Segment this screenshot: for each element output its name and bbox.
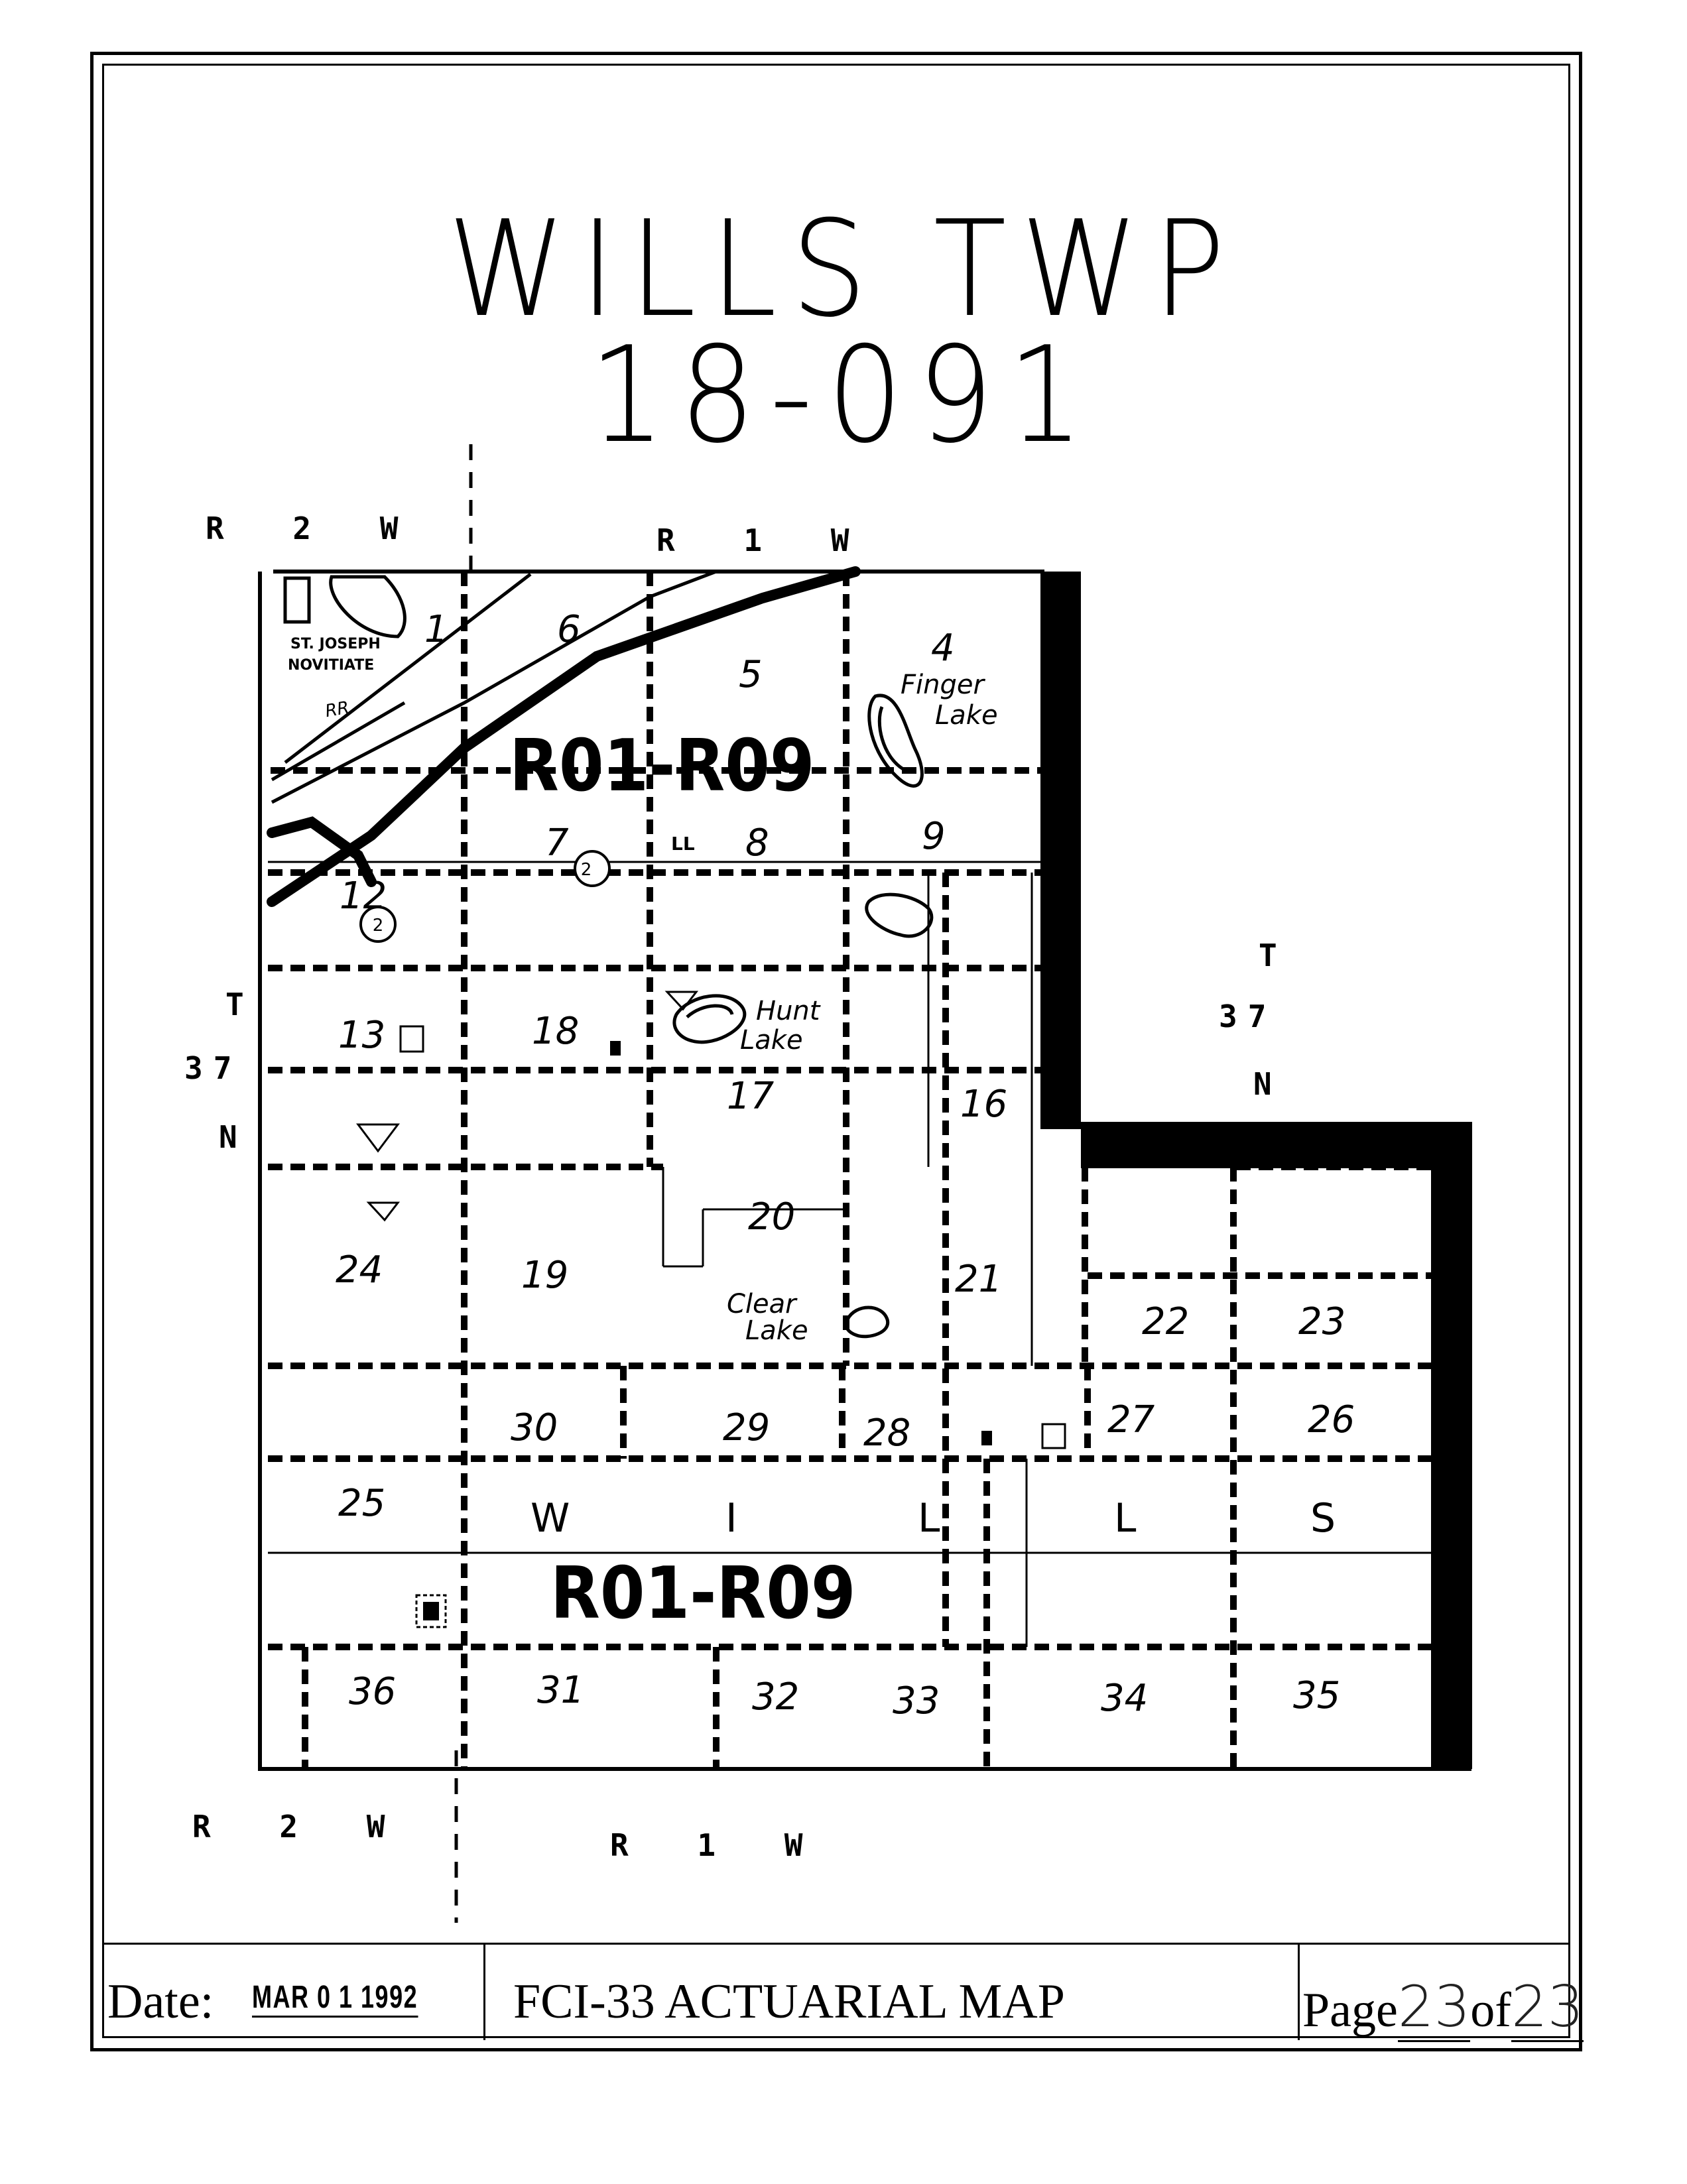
diagonal-road [284,573,532,764]
outer-border [90,52,1582,2051]
section-number: 19 [521,1254,568,1297]
route-marker-icon [359,850,611,943]
township-label-n-right: N [1253,1066,1272,1102]
section-number: 33 [893,1679,940,1723]
hunt-lake-icon [672,994,747,1044]
section-number: 26 [1308,1398,1355,1441]
of-word: of [1470,1983,1511,2037]
section-number: 23 [1298,1300,1345,1343]
cemetery-icon [399,1025,1066,1628]
date-label: Date: [107,1974,214,2029]
section-number: 7 [545,821,569,865]
footer-page-cell: Page23of23 [1300,1945,1584,2042]
section-number: 30 [511,1406,558,1449]
page-word: Page [1302,1983,1398,2037]
st-joseph-lake-icon [283,575,406,638]
section-number: 8 [745,821,769,865]
section-number: 13 [338,1014,385,1057]
section-number: 32 [752,1675,799,1719]
section-number: 22 [1142,1300,1189,1343]
highway [267,566,861,907]
route-marker-label-2: 2 [373,916,384,936]
finger-lake-label: Finger [901,670,985,700]
range-label-bottom-left: R 2 W [192,1809,410,1845]
range-label-top-right: R 1 W [656,522,875,558]
rate-zone-label: R01-R09 [509,725,815,808]
page-label: Page23of23 [1302,1974,1584,2042]
section-number: 4 [931,627,955,670]
clear-lake-label: Clear [727,1289,798,1319]
footer-title-cell: FCI-33 ACTUARIAL MAP [485,1945,1300,2040]
section-number: 9 [922,815,946,858]
railroad [271,570,717,804]
inner-border [102,64,1570,2038]
township-name-letter: I [725,1495,737,1542]
page-total: 23 [1511,1974,1584,2042]
thin-grid-lines [268,861,1432,1647]
finger-lake-label-2: Lake [935,700,998,731]
footer-date-cell: Date: MAR 0 1 1992 [102,1945,485,2040]
marsh-icon [356,991,699,1222]
ll-label: LL [671,833,695,855]
section-number: 27 [1107,1398,1155,1441]
range-label-bottom-right: R 1 W [610,1827,828,1863]
section-number: 25 [338,1482,385,1525]
hunt-lake-label-2: Lake [740,1025,803,1056]
section-number: 6 [557,608,581,651]
section-number: 1 [424,608,448,651]
section-number: 28 [863,1412,910,1455]
section-number: 21 [955,1258,1002,1301]
section-number: 36 [349,1670,396,1713]
section-number: 12 [340,875,387,918]
date-stamp: MAR 0 1 1992 [252,1979,418,2018]
section-number: 16 [960,1083,1007,1126]
rate-zone-label: R01-R09 [550,1552,856,1635]
section-lines [268,572,1432,1769]
section-number: 29 [723,1406,770,1449]
township-label-t-left: T [225,987,244,1022]
range-label-top-left: R 2 W [206,511,424,546]
township-name-letter: W [531,1495,570,1542]
township-label-t-right: T [1259,938,1277,973]
township-code: 18-091 [589,318,1098,473]
map-title: FCI-33 ACTUARIAL MAP [513,1974,1065,2029]
township-label-num-left: 37 [184,1050,243,1086]
township-boundary [258,570,1472,1771]
railroad-label: RR [324,698,351,721]
section-number: 31 [537,1669,584,1712]
st-joseph-label: ST. JOSEPH [290,636,381,652]
township-label-num-right: 37 [1219,999,1277,1034]
section-number: 5 [739,653,763,696]
township-label-n-left: N [219,1119,237,1155]
pond-icon [865,892,934,938]
township-name-letter: L [918,1495,940,1542]
section-number: 17 [727,1075,775,1118]
township-title: WILLS TWP [448,192,1239,347]
finger-lake-icon [867,694,924,788]
section-number: 18 [532,1010,579,1053]
route-marker-label: 2 [581,860,592,880]
section-number: 35 [1293,1674,1340,1717]
page-number: 23 [1397,1974,1471,2042]
township-name-letter: L [1114,1495,1137,1542]
clear-lake-label-2: Lake [745,1315,808,1346]
section-number: 20 [748,1195,795,1239]
range-divider-line [454,444,473,1923]
date-stamp-value: MAR 0 1 1992 [252,1979,418,2018]
section-number: 34 [1101,1677,1148,1720]
section-numbers: 1 6 5 4 7 8 9 12 13 18 17 16 24 19 20 21… [336,608,1355,1723]
hunt-lake-label: Hunt [756,996,821,1026]
clear-lake-icon [844,1305,890,1339]
church-icon [423,1041,992,1620]
township-name-letter: S [1310,1495,1336,1542]
section-number: 24 [336,1248,383,1292]
footer-bar: Date: MAR 0 1 1992 FCI-33 ACTUARIAL MAP … [102,1943,1584,2042]
novitiate-label: NOVITIATE [288,657,374,674]
